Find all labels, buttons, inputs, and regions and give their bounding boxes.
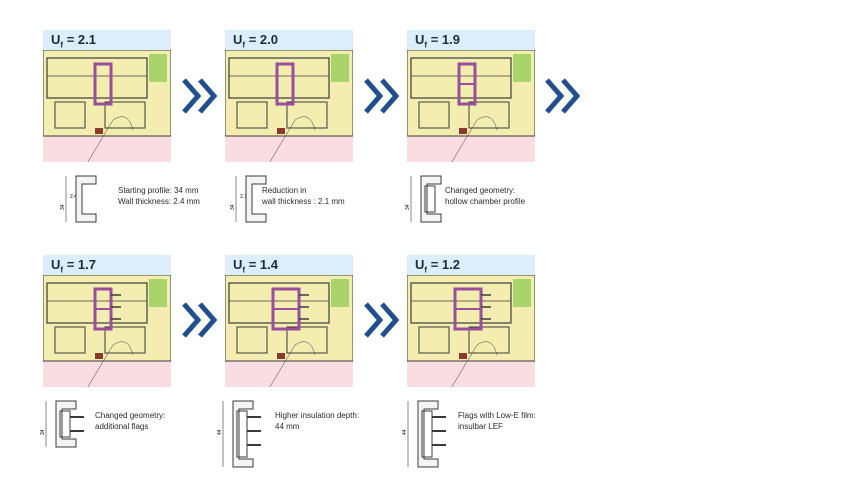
sash-chamber (228, 282, 330, 324)
profile-body (417, 400, 439, 468)
section-panel-5: Uf = 1.4 (225, 255, 353, 387)
leader-line (269, 341, 316, 387)
height-label: 34 (40, 429, 46, 435)
section-panel-4: Uf = 1.7 (43, 255, 171, 387)
profile-body (55, 400, 77, 448)
sash-chamber (410, 282, 512, 324)
thickness-label: 2.4 (70, 194, 77, 200)
double-chevron-right-icon (182, 302, 218, 338)
seal (277, 128, 285, 134)
seal (459, 353, 467, 359)
interior-zone (43, 359, 171, 387)
frame-chamber (286, 326, 328, 354)
profile-hollow (236, 410, 248, 458)
profile-drawing: 44 (217, 400, 261, 468)
frame-cross-section (43, 275, 171, 387)
uf-label: Uf = 2.0 (225, 30, 353, 50)
glazing-gasket (513, 279, 531, 307)
profile-drawing: 44 (402, 400, 446, 468)
uf-label: Uf = 1.7 (43, 255, 171, 275)
frame-cross-section (225, 275, 353, 387)
frame-chamber (418, 326, 450, 354)
frame-chamber (54, 101, 86, 129)
seal (95, 128, 103, 134)
seal (95, 353, 103, 359)
thickness-label: 2.1 (240, 194, 247, 200)
uf-label: Uf = 1.2 (407, 255, 535, 275)
interior-zone (407, 134, 535, 162)
profile-hollow (59, 410, 71, 438)
glazing-gasket (331, 279, 349, 307)
double-chevron-right-icon (182, 78, 218, 114)
profile-drawing: 34 (40, 400, 84, 448)
height-label: 34 (405, 204, 411, 210)
uf-label: Uf = 1.4 (225, 255, 353, 275)
glazing-gasket (149, 54, 167, 82)
frame-chamber (286, 101, 328, 129)
frame-cross-section (225, 50, 353, 162)
leader-line (269, 116, 316, 162)
seal (277, 353, 285, 359)
glazing-gasket (331, 54, 349, 82)
sash-chamber (46, 282, 148, 324)
profile-description: Higher insulation depth:44 mm (275, 411, 360, 431)
section-panel-6: Uf = 1.2 (407, 255, 535, 387)
frame-chamber (54, 326, 86, 354)
frame-cross-section (407, 275, 535, 387)
glazing-gasket (149, 279, 167, 307)
interior-zone (225, 134, 353, 162)
frame-chamber (468, 326, 510, 354)
height-label: 34 (230, 204, 236, 210)
profile-drawing: 34 2.4 (60, 175, 97, 223)
frame-chamber (236, 326, 268, 354)
profile-description: Flags with Low-E film:insulbar LEF (458, 411, 536, 431)
frame-chamber (468, 101, 510, 129)
section-panel-2: Uf = 2.0 (225, 30, 353, 162)
frame-chamber (104, 326, 146, 354)
double-chevron-right-icon (545, 78, 581, 114)
profile-description: Changed geometry:additional flags (95, 411, 166, 431)
interior-zone (225, 359, 353, 387)
leader-line (87, 116, 134, 162)
sash-chamber (410, 57, 512, 99)
insulating-bar (275, 62, 295, 106)
section-panel-1: Uf = 2.1 (43, 30, 171, 162)
leader-line (451, 116, 498, 162)
profile-hollow (424, 185, 436, 213)
profile-body (75, 175, 97, 223)
uf-label: Uf = 1.9 (407, 30, 535, 50)
glazing-gasket (513, 54, 531, 82)
height-label: 34 (60, 204, 66, 210)
leader-line (451, 341, 498, 387)
seal (459, 128, 467, 134)
height-label: 44 (217, 429, 223, 435)
frame-chamber (236, 101, 268, 129)
profile-drawing: 34 (405, 175, 442, 223)
profile-body (420, 175, 442, 223)
double-chevron-right-icon (364, 302, 400, 338)
section-panel-3: Uf = 1.9 (407, 30, 535, 162)
frame-cross-section (43, 50, 171, 162)
sash-chamber (228, 57, 330, 99)
leader-line (87, 341, 134, 387)
interior-zone (43, 134, 171, 162)
insulating-bar (93, 62, 113, 106)
sash-chamber (46, 57, 148, 99)
height-label: 44 (402, 429, 408, 435)
frame-cross-section (407, 50, 535, 162)
profile-body (232, 400, 254, 468)
double-chevron-right-icon (364, 78, 400, 114)
frame-chamber (104, 101, 146, 129)
profile-hollow (421, 410, 433, 458)
interior-zone (407, 359, 535, 387)
profile-drawing: 34 2.1 (230, 175, 267, 223)
uf-label: Uf = 2.1 (43, 30, 171, 50)
frame-chamber (418, 101, 450, 129)
profile-description: Changed geometry:hollow chamber profile (445, 186, 526, 206)
profile-body (245, 175, 267, 223)
